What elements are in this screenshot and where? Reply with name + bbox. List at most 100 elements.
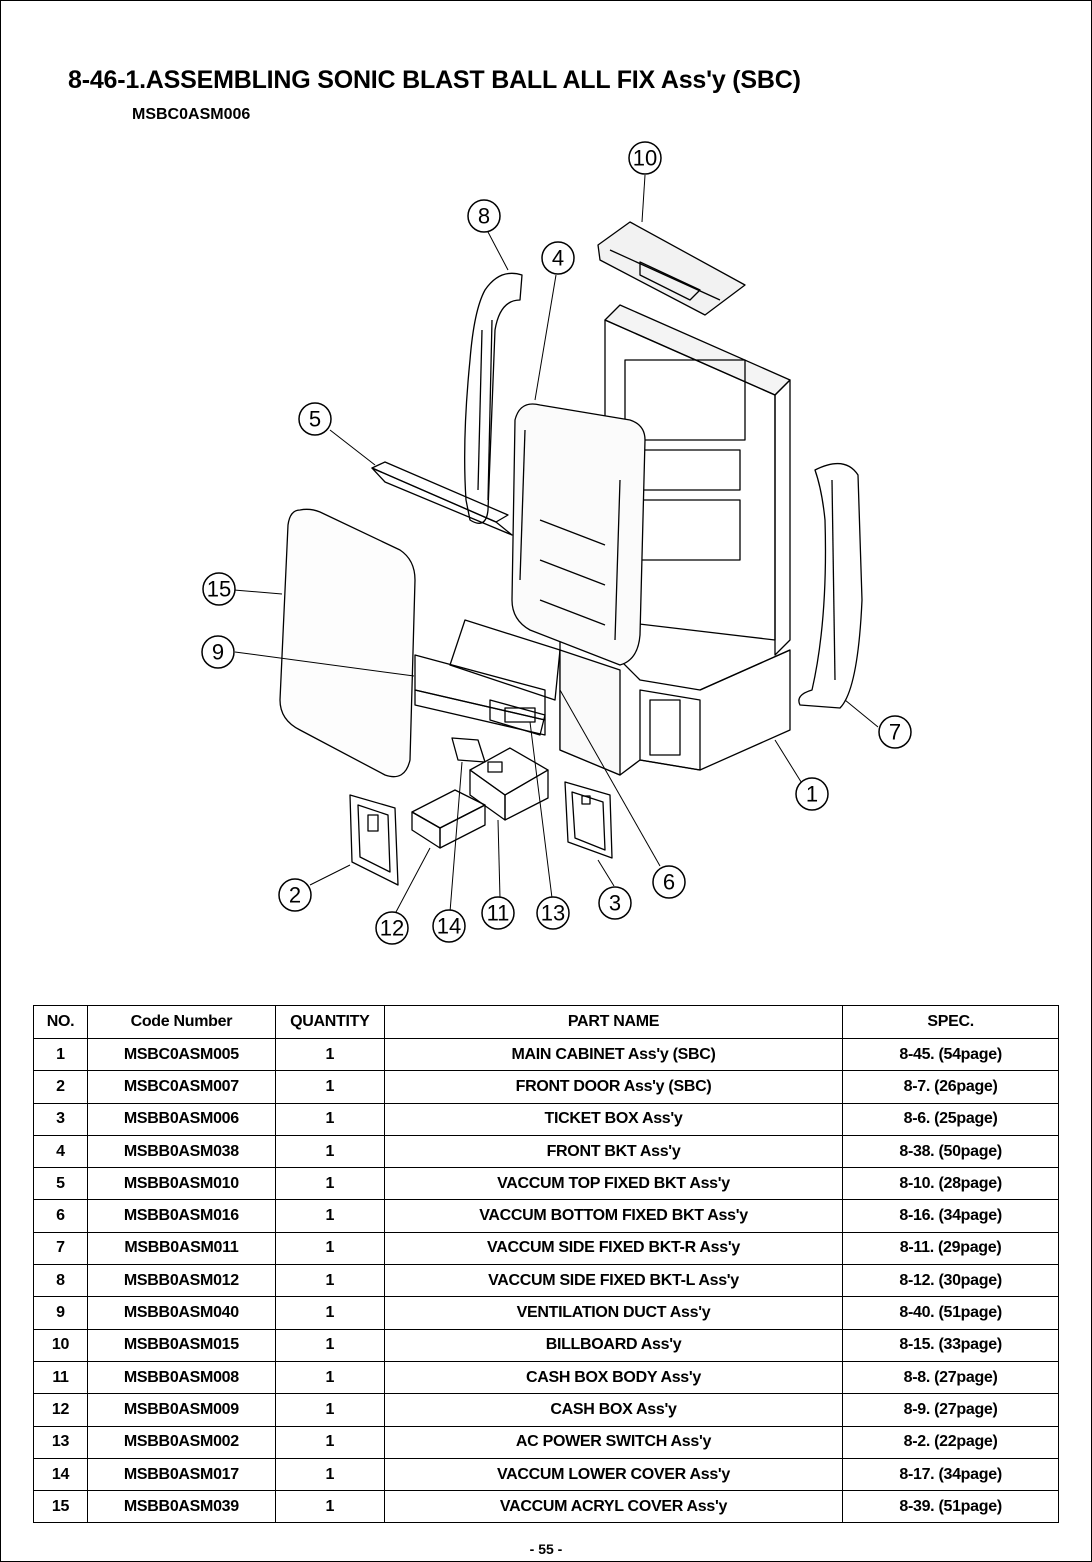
parts-table: NO. Code Number QUANTITY PART NAME SPEC.…: [33, 1005, 1059, 1524]
svg-text:15: 15: [207, 577, 231, 602]
cell-spec: 8-9. (27page): [842, 1393, 1059, 1427]
cell-quantity: 1: [274, 1231, 385, 1266]
cell-quantity: 1: [274, 1134, 385, 1169]
svg-text:9: 9: [212, 640, 224, 665]
svg-text:3: 3: [609, 891, 621, 916]
page-number: - 55 -: [529, 1541, 563, 1557]
callout-3: 3: [598, 886, 632, 920]
callout-12: 12: [375, 911, 409, 945]
side-bracket-r-drawing: [798, 463, 863, 709]
exploded-view-diagram: 10 8 4 5 15 9 7 1 6 2 3 11 13 14 12: [201, 141, 912, 945]
cell-code-number: MSBB0ASM039: [86, 1490, 276, 1524]
cell-code-number: MSBB0ASM010: [86, 1167, 276, 1201]
svg-text:11: 11: [487, 901, 510, 926]
cash-box-drawing: [411, 789, 486, 849]
cell-quantity: 1: [274, 1425, 385, 1459]
cell-part-name: FRONT DOOR Ass'y (SBC): [383, 1070, 844, 1104]
cell-spec: 8-16. (34page): [842, 1199, 1059, 1233]
cell-quantity: 1: [274, 1360, 385, 1395]
assembly-code: MSBC0ASM006: [132, 106, 251, 123]
svg-text:10: 10: [633, 146, 657, 171]
cell-quantity: 1: [274, 1070, 385, 1104]
cell-part-name: VACCUM TOP FIXED BKT Ass'y: [383, 1167, 844, 1201]
svg-text:1: 1: [806, 782, 818, 807]
cell-no: 10: [33, 1328, 88, 1362]
cell-spec: 8-6. (25page): [842, 1102, 1059, 1136]
acryl-cover-drawing: [279, 508, 416, 778]
svg-text:7: 7: [889, 720, 901, 745]
cell-code-number: MSBB0ASM008: [86, 1360, 276, 1395]
cell-spec: 8-10. (28page): [842, 1167, 1059, 1201]
side-bracket-l-drawing: [464, 272, 523, 524]
cell-code-number: MSBB0ASM017: [86, 1457, 276, 1492]
table-header-row: NO. Code Number QUANTITY PART NAME SPEC.: [33, 1005, 1059, 1039]
cell-no: 7: [33, 1231, 88, 1266]
svg-text:4: 4: [552, 246, 564, 271]
cell-spec: 8-17. (34page): [842, 1457, 1059, 1492]
callout-1: 1: [795, 777, 829, 811]
cell-no: 14: [33, 1457, 88, 1492]
callout-13: 13: [536, 896, 570, 930]
callout-15: 15: [202, 572, 236, 606]
cell-part-name: CASH BOX Ass'y: [383, 1393, 844, 1427]
callout-7: 7: [878, 715, 912, 749]
cell-part-name: VACCUM SIDE FIXED BKT-R Ass'y: [383, 1231, 844, 1266]
header-spec: SPEC.: [842, 1005, 1059, 1039]
cell-part-name: BILLBOARD Ass'y: [383, 1328, 844, 1362]
header-quantity: QUANTITY: [274, 1005, 385, 1039]
cell-part-name: CASH BOX BODY Ass'y: [383, 1360, 844, 1395]
cell-quantity: 1: [274, 1037, 385, 1072]
cell-no: 12: [33, 1393, 88, 1427]
callout-9: 9: [201, 635, 235, 669]
cell-code-number: MSBB0ASM012: [86, 1264, 276, 1298]
svg-text:2: 2: [289, 883, 301, 908]
callout-10: 10: [628, 141, 662, 175]
cell-quantity: 1: [274, 1490, 385, 1524]
cell-code-number: MSBB0ASM006: [86, 1102, 276, 1136]
cell-code-number: MSBC0ASM007: [86, 1070, 276, 1104]
cell-no: 6: [33, 1199, 88, 1233]
cell-part-name: MAIN CABINET Ass'y (SBC): [383, 1037, 844, 1072]
cell-code-number: MSBC0ASM005: [86, 1037, 276, 1072]
cell-code-number: MSBB0ASM009: [86, 1393, 276, 1427]
callout-11: 11: [481, 896, 515, 930]
cell-spec: 8-11. (29page): [842, 1231, 1059, 1266]
cell-quantity: 1: [274, 1296, 385, 1330]
callout-6: 6: [652, 865, 686, 899]
cell-quantity: 1: [274, 1102, 385, 1136]
cell-part-name: VACCUM ACRYL COVER Ass'y: [383, 1490, 844, 1524]
cell-no: 3: [33, 1102, 88, 1136]
cash-box-body-drawing: [469, 747, 549, 821]
cell-spec: 8-15. (33page): [842, 1328, 1059, 1362]
cell-quantity: 1: [274, 1457, 385, 1492]
cell-no: 5: [33, 1167, 88, 1201]
header-part-name: PART NAME: [383, 1005, 844, 1039]
cell-code-number: MSBB0ASM015: [86, 1328, 276, 1362]
callout-8: 8: [467, 199, 501, 233]
svg-text:6: 6: [663, 870, 675, 895]
billboard-drawing: [597, 221, 746, 316]
cell-spec: 8-40. (51page): [842, 1296, 1059, 1330]
cell-no: 1: [33, 1037, 88, 1072]
leader-lines: [233, 174, 879, 913]
cell-part-name: VACCUM LOWER COVER Ass'y: [383, 1457, 844, 1492]
cell-no: 11: [33, 1360, 88, 1395]
cell-code-number: MSBB0ASM016: [86, 1199, 276, 1233]
cell-part-name: VACCUM BOTTOM FIXED BKT Ass'y: [383, 1199, 844, 1233]
svg-text:8: 8: [478, 204, 490, 229]
front-door-drawing: [349, 794, 399, 886]
cell-code-number: MSBB0ASM002: [86, 1425, 276, 1459]
bottom-fixed-bkt-drawing: [449, 619, 561, 736]
svg-text:13: 13: [541, 901, 565, 926]
